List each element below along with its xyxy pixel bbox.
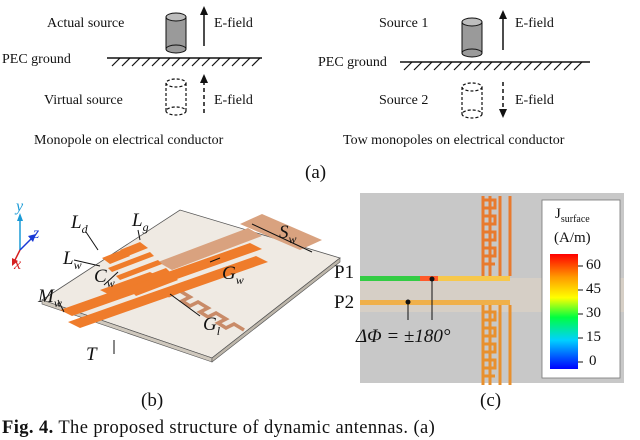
panel-b-label: (b)	[141, 390, 164, 411]
panel-a-left-caption: Monopole on electrical conductor	[34, 133, 224, 148]
colorbar-tick-30: 30	[586, 305, 601, 321]
feed-line-2	[68, 256, 268, 328]
ground-hatch-right	[403, 61, 583, 71]
panel-b-antenna-drawing	[12, 209, 341, 363]
dimension-lines	[57, 223, 313, 354]
panel-a-right-diagram	[400, 10, 590, 119]
dim-label-t: T	[86, 344, 97, 365]
dim-label-lg: Lg	[132, 210, 149, 234]
phase-difference-label: ΔΦ = ±180°	[356, 326, 451, 347]
ground-strip-rear	[158, 228, 262, 270]
lower-meander	[481, 305, 512, 385]
source2-cylinder	[461, 82, 483, 119]
feed-line-p2	[360, 300, 510, 305]
figure-caption-fig: Fig.	[2, 418, 34, 438]
virtual-source-label: Virtual source	[44, 93, 123, 108]
dim-label-gw: Gw	[222, 263, 244, 287]
port-p1-label: P1	[334, 262, 355, 283]
substrate-side-edge	[211, 257, 341, 363]
source1-label: Source 1	[379, 16, 429, 31]
dim-label-sw: Sw	[279, 222, 297, 246]
pec-ground-label-right: PEC ground	[318, 55, 387, 70]
figure-caption: Fig. 4. The proposed structure of dynami…	[2, 418, 435, 439]
colorbar-ticks	[578, 265, 583, 363]
feed-line-p1-peak	[420, 276, 438, 281]
axis-z-label: z	[33, 225, 40, 242]
efield-label-top-left: E-field	[214, 16, 253, 31]
colorbar-tick-60: 60	[586, 257, 601, 273]
axis-y-label: y	[16, 198, 24, 215]
efield-arrow-dashed-left	[200, 74, 208, 113]
colorbar-tick-45: 45	[586, 281, 601, 297]
pec-ground-label-left: PEC ground	[2, 52, 71, 67]
dim-label-gl: Gl	[203, 314, 221, 338]
figure-caption-number: 4.	[38, 418, 54, 438]
port-p2-label: P2	[334, 292, 355, 313]
dim-label-cw: Cw	[94, 266, 115, 290]
panel-c-label: (c)	[480, 390, 502, 411]
colorbar-gradient	[550, 254, 578, 369]
virtual-source-cylinder	[165, 78, 187, 116]
colorbar-title: Jsurface	[555, 206, 590, 225]
dim-label-ld: Ld	[71, 212, 88, 236]
panel-a-right-caption: Tow monopoles on electrical conductor	[343, 133, 565, 148]
ground-meander	[167, 289, 245, 332]
colorbar-unit: (A/m)	[554, 230, 591, 246]
coordinate-axes	[12, 213, 36, 266]
panel-a-left-diagram	[107, 6, 262, 116]
dim-label-lw: Lw	[63, 248, 82, 272]
efield-arrow-up-left	[200, 6, 208, 46]
ground-strip-end	[240, 214, 322, 250]
figure-caption-text: The proposed structure of dynamic antenn…	[58, 418, 436, 438]
axis-x-label: x	[14, 256, 22, 273]
efield-arrow-down-right	[499, 82, 507, 118]
efield-label-bottom-right: E-field	[515, 93, 554, 108]
actual-source-label: Actual source	[47, 16, 125, 31]
upper-meander	[481, 196, 512, 276]
efield-arrow-up-right	[499, 10, 507, 50]
efield-label-top-right: E-field	[515, 16, 554, 31]
coupling-strip	[100, 272, 158, 294]
colorbar-tick-15: 15	[586, 329, 601, 345]
efield-label-bottom-left: E-field	[214, 93, 253, 108]
panel-c-simulation	[360, 193, 624, 385]
source1-cylinder	[461, 17, 483, 58]
dim-label-mw: Mw	[38, 286, 62, 310]
actual-source-cylinder	[165, 12, 187, 54]
feed-line-p1-hot	[360, 276, 420, 281]
ground-hatch-left	[111, 57, 261, 67]
panel-a-label: (a)	[305, 162, 327, 183]
colorbar-tick-0: 0	[589, 353, 597, 369]
source2-label: Source 2	[379, 93, 429, 108]
